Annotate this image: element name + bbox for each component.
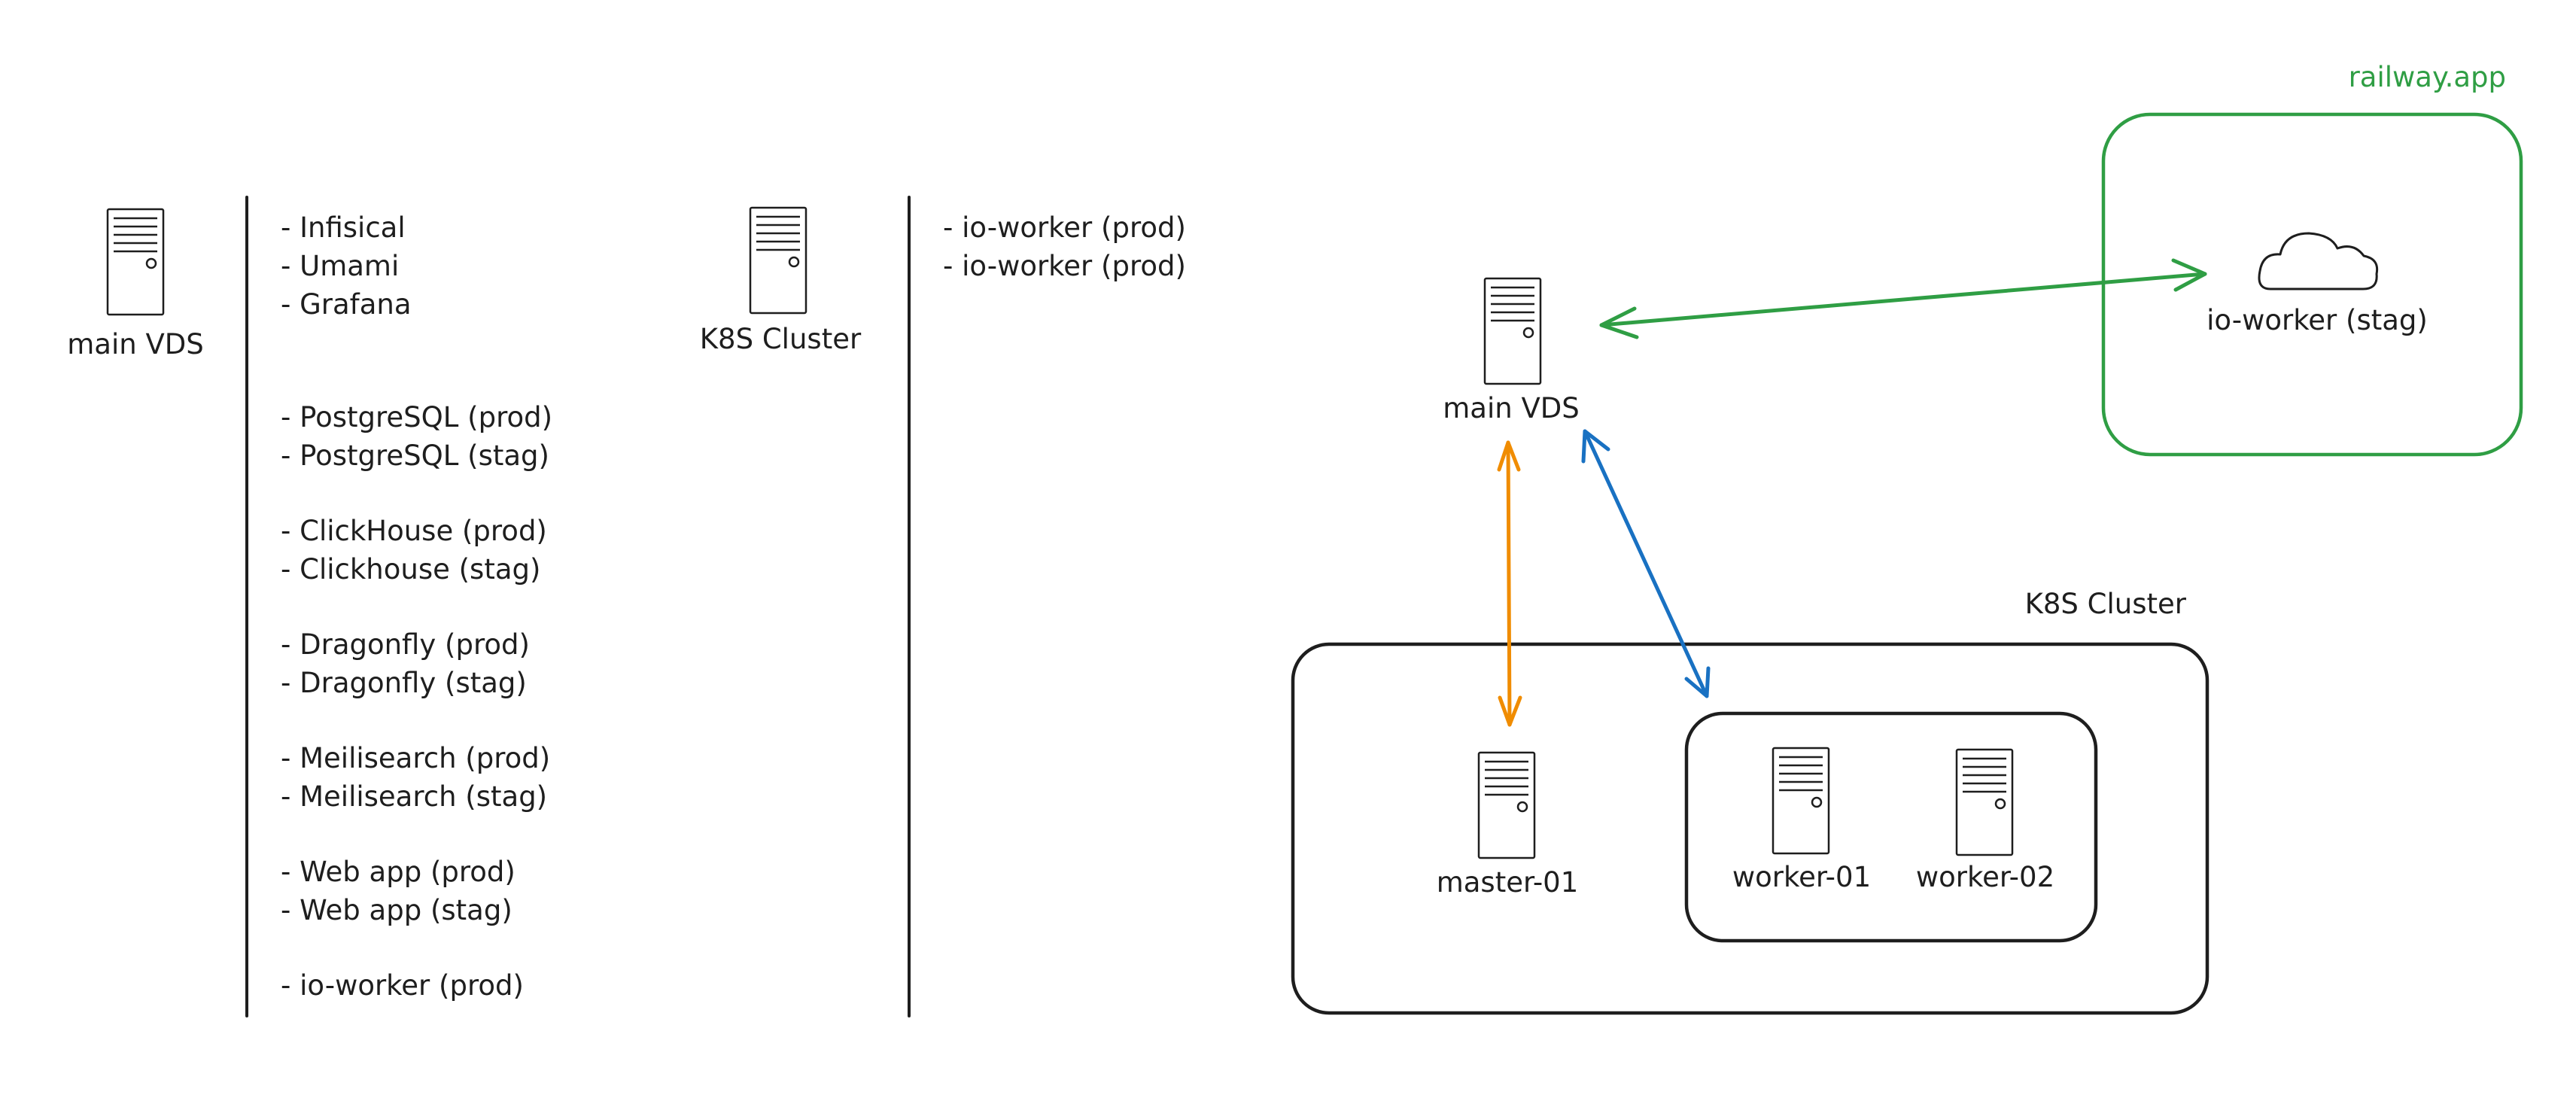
worker-02-label: worker-02 [1916,861,2054,893]
service-item: - PostgreSQL (prod) [281,401,552,433]
service-item: - Meilisearch (stag) [281,780,547,813]
master-01-server-icon [1477,751,1536,859]
service-item: - Infisical [281,211,406,244]
service-item: - io-worker (prod) [943,250,1186,282]
service-item: - Meilisearch (prod) [281,742,550,774]
cloud-icon [2258,232,2379,290]
k8s-cluster-title: K8S Cluster [2025,588,2187,620]
topology-main-vds-label: main VDS [1443,392,1580,424]
connection-main-vds-railway [1599,258,2207,339]
main-vds-server-icon [106,208,165,316]
topology-main-vds-server-icon [1483,277,1542,385]
connection-main-vds-master [1497,440,1522,727]
worker-group-box [1684,711,2098,943]
railway-title: railway.app [2349,61,2506,93]
service-item: - Web app (prod) [281,856,516,888]
service-item: - io-worker (prod) [943,211,1186,244]
service-item: - io-worker (prod) [281,969,524,1002]
worker-02-server-icon [1955,748,2014,856]
connection-main-vds-worker [1581,429,1711,698]
left-main-vds-label: main VDS [67,328,204,360]
service-item: - PostgreSQL (stag) [281,440,549,472]
railway-box [2101,112,2523,457]
railway-node-label: io-worker (stag) [2206,304,2428,336]
service-item: - Umami [281,250,399,282]
service-item: - ClickHouse (prod) [281,515,547,547]
k8s-cluster-server-icon [749,206,807,315]
service-item: - Web app (stag) [281,894,512,926]
main-vds-service-list: - Infisical - Umami - Grafana - PostgreS… [281,211,552,1002]
service-item: - Dragonfly (stag) [281,667,527,699]
service-item: - Clickhouse (stag) [281,553,540,585]
service-item: - Dragonfly (prod) [281,628,530,661]
worker-01-label: worker-01 [1732,861,1871,893]
master-01-label: master-01 [1437,866,1579,899]
service-item: - Grafana [281,288,412,321]
k8s-cluster-box [1291,642,2210,1015]
worker-01-server-icon [1772,747,1830,855]
k8s-service-list: - io-worker (prod) - io-worker (prod) [943,211,1186,282]
left-k8s-cluster-label: K8S Cluster [700,323,862,355]
